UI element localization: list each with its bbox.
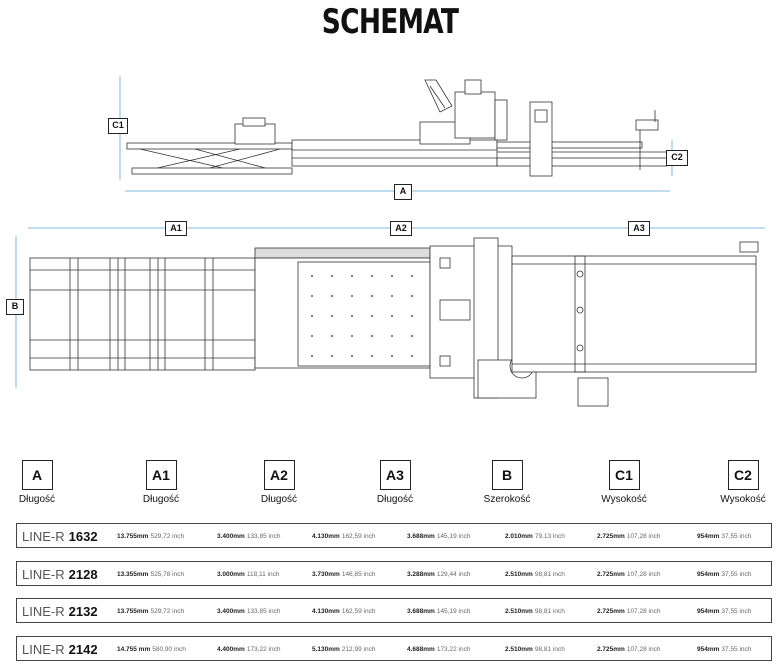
dimension-key: B	[491, 460, 523, 490]
dimension-key: A3	[379, 460, 411, 490]
dimension-label: Wysokość	[720, 494, 766, 505]
dimension-key: C1	[608, 460, 640, 490]
dimension-a3: A3 Długość	[355, 460, 435, 505]
drawing-label-a3: A3	[628, 221, 650, 236]
dimension-a1: A1 Długość	[121, 460, 201, 505]
dimension-key: A2	[263, 460, 295, 490]
drawing-label-a1: A1	[165, 221, 187, 236]
dimension-key: C2	[727, 460, 759, 490]
dimension-a2: A2 Długość	[239, 460, 319, 505]
dimension-label: Wysokość	[601, 494, 647, 505]
drawing-label-a: A	[394, 184, 412, 200]
drawing-label-b: B	[6, 299, 24, 315]
dimension-label: Szerokość	[483, 494, 531, 505]
dimension-a: A Długość	[0, 460, 77, 505]
dimension-label: Długość	[260, 494, 298, 505]
dimension-c1: C1 Wysokość	[584, 460, 664, 505]
dimension-key: A1	[145, 460, 177, 490]
dimension-label: Długość	[376, 494, 414, 505]
drawing-label-c2: C2	[666, 150, 688, 166]
dimension-key: A	[21, 460, 53, 490]
dimension-b: B Szerokość	[467, 460, 547, 505]
drawing-label-a2: A2	[390, 221, 412, 236]
dimension-label: Długość	[18, 494, 56, 505]
machine-drawing	[15, 76, 765, 407]
dimension-c2: C2 Wysokość	[703, 460, 780, 505]
drawing-label-c1: C1	[108, 118, 128, 134]
dimension-label: Długość	[142, 494, 180, 505]
page-title: SCHEMAT	[321, 2, 459, 42]
